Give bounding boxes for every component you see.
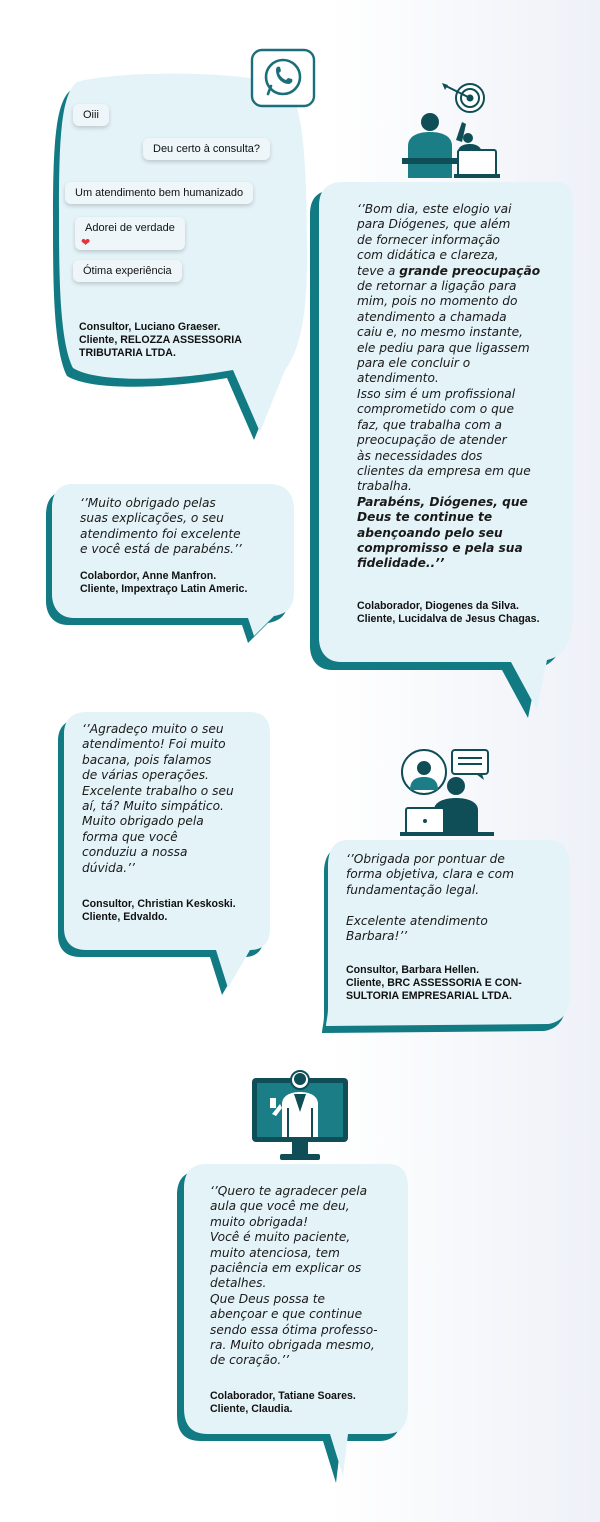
teacher-monitor-icon bbox=[250, 1068, 350, 1164]
testimonial-author: Consultor, Christian Keskoski. Cliente, … bbox=[82, 898, 236, 923]
support-agent-icon bbox=[400, 746, 494, 838]
chat-message: Um atendimento bem humanizado bbox=[65, 182, 254, 204]
testimonial-quote: ‘’Muito obrigado pelas suas explicações,… bbox=[80, 496, 242, 557]
quote-emphasis: grande preocupação bbox=[399, 263, 541, 278]
christian-testimonial-bubble: ‘’Agradeço muito o seu atendimento! Foi … bbox=[58, 708, 275, 995]
heart-icon: ❤ bbox=[81, 237, 91, 249]
chat-message: Ótima experiência bbox=[73, 260, 182, 282]
testimonial-author: Consultor, Luciano Graeser. Cliente, REL… bbox=[79, 321, 242, 359]
anne-testimonial-bubble: ‘’Muito obrigado pelas suas explicações,… bbox=[46, 480, 298, 643]
chat-message: Oiii bbox=[73, 104, 109, 126]
testimonial-author: Colabordor, Anne Manfron. Cliente, Impex… bbox=[80, 570, 248, 595]
testimonial-quote: ‘’Obrigada por pontuar de forma objetiva… bbox=[346, 852, 514, 944]
testimonial-quote: ‘’Quero te agradecer pela aula que você … bbox=[210, 1184, 378, 1368]
chat-testimonial-bubble: Oiii Deu certo à consulta? Um atendiment… bbox=[53, 70, 315, 441]
testimonial-author: Colaborador, Tatiane Soares. Cliente, Cl… bbox=[210, 1390, 356, 1415]
whatsapp-icon bbox=[250, 48, 316, 108]
testimonial-author: Consultor, Barbara Hellen. Cliente, BRC … bbox=[346, 964, 522, 1002]
testimonial-quote: ‘’Agradeço muito o seu atendimento! Foi … bbox=[82, 722, 234, 875]
testimonial-author: Colaborador, Diogenes da Silva. Cliente,… bbox=[357, 600, 540, 625]
quote-emphasis: Parabéns, Diógenes, que Deus te continue… bbox=[357, 494, 528, 571]
diogenes-testimonial-bubble: ‘’Bom dia, este elogio vai para Diógenes… bbox=[310, 178, 575, 718]
quote-text: de retornar a ligação para mim, pois no … bbox=[357, 279, 531, 494]
testimonial-quote: ‘’Bom dia, este elogio vai para Diógenes… bbox=[357, 202, 567, 572]
barbara-testimonial-bubble: ‘’Obrigada por pontuar de forma objetiva… bbox=[322, 836, 574, 1036]
tatiane-testimonial-bubble: ‘’Quero te agradecer pela aula que você … bbox=[177, 1160, 413, 1483]
chat-message: Deu certo à consulta? bbox=[143, 138, 271, 160]
quote-text: ‘’Bom dia, este elogio vai para Diógenes… bbox=[357, 202, 512, 278]
target-icon bbox=[398, 80, 500, 180]
chat-message: Adorei de verdade bbox=[75, 217, 185, 250]
